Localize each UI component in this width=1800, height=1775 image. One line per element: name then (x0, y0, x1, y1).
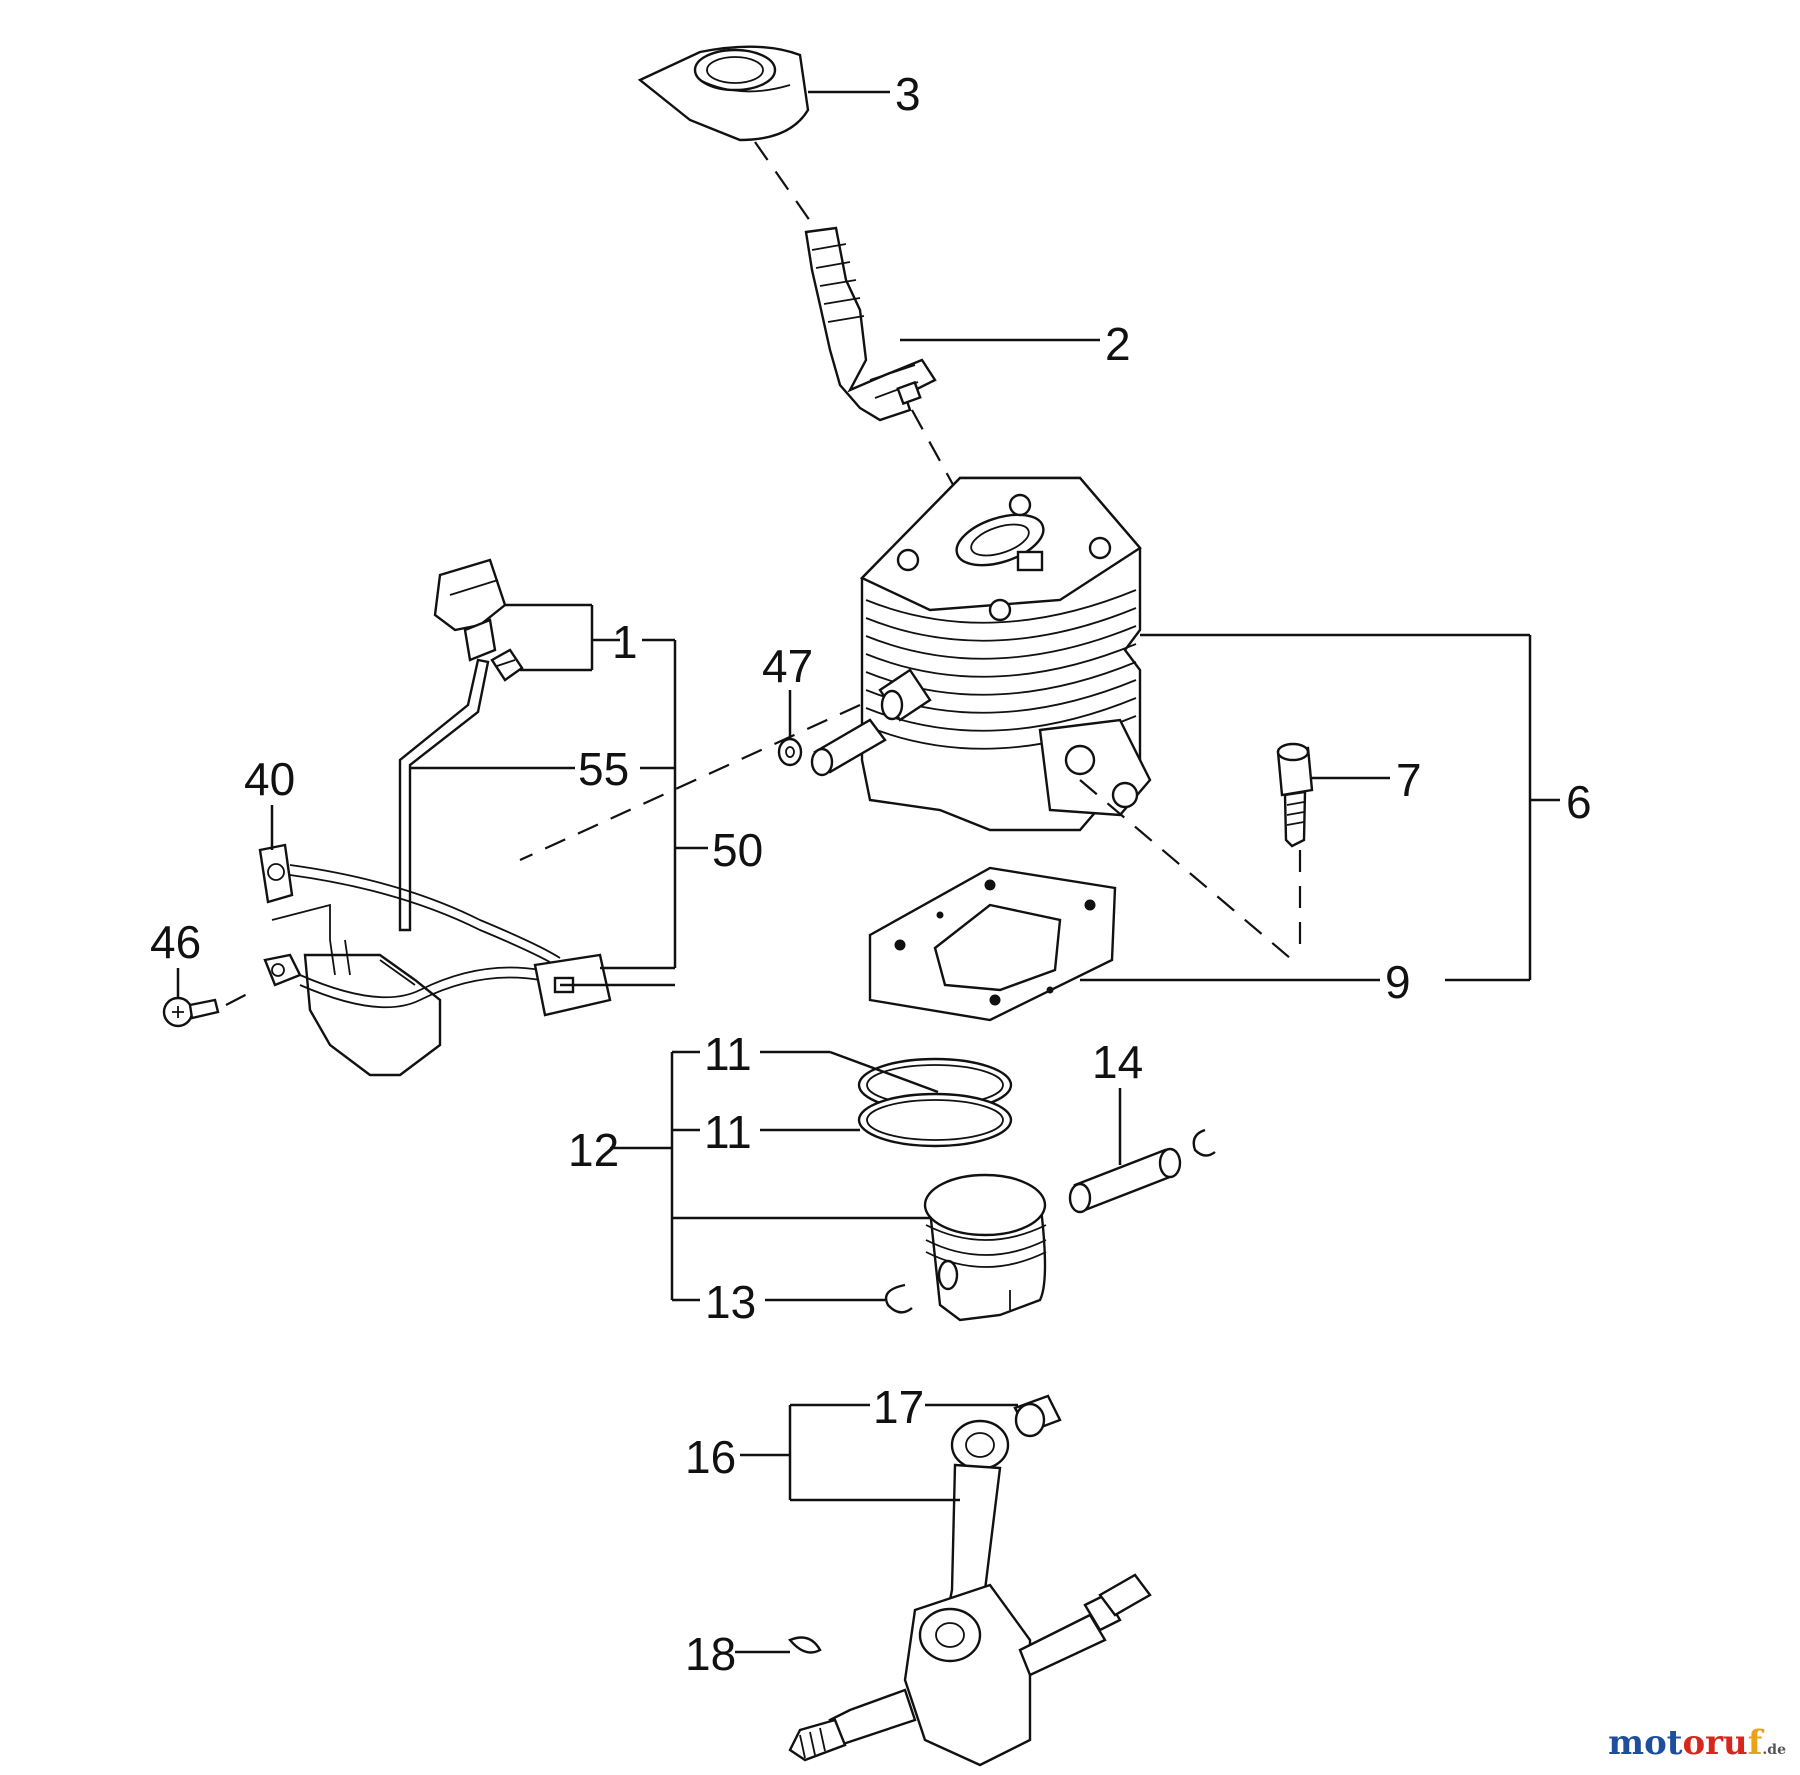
callout-46: 46 (150, 916, 201, 968)
ground-wire-terminal (258, 843, 561, 969)
watermark-part3: f (1747, 1723, 1763, 1763)
callout-11-lower: 11 (704, 1106, 752, 1158)
callout-3: 3 (895, 68, 921, 120)
impulse-tube (777, 718, 887, 777)
callout-16: 16 (685, 1431, 736, 1483)
assembly-line (519, 703, 861, 862)
callout-labels: 3 2 6 7 9 47 1 55 50 40 46 11 11 12 13 1… (150, 68, 1592, 1680)
callout-14: 14 (1092, 1036, 1143, 1088)
callout-47: 47 (762, 640, 813, 692)
piston (923, 1173, 1047, 1322)
assembly-line (225, 989, 256, 1006)
cylinder-screw (1276, 742, 1314, 848)
woodruff-key (788, 1636, 822, 1654)
callout-50: 50 (712, 824, 763, 876)
needle-bearing (1013, 1394, 1062, 1438)
callout-7: 7 (1396, 754, 1422, 806)
crankshaft (788, 1419, 1152, 1767)
watermark-tld: .de (1762, 1742, 1786, 1758)
assembly-line (911, 409, 969, 513)
cylinder (859, 476, 1152, 832)
ignition-wire (398, 558, 507, 932)
callout-1: 1 (612, 616, 638, 668)
spark-plug-terminal (490, 648, 524, 682)
spark-plug (804, 226, 937, 422)
assembly-line (1079, 779, 1291, 959)
piston-pin (1068, 1147, 1182, 1214)
circlip (1192, 1128, 1216, 1157)
watermark-logo: motoruf.de (1608, 1723, 1786, 1763)
callout-11-upper: 11 (704, 1028, 752, 1080)
leader-lines (176, 90, 1560, 1654)
watermark-part2: oru (1682, 1723, 1748, 1763)
ignition-coil (263, 939, 612, 1077)
callout-12: 12 (568, 1124, 619, 1176)
bracket-line (271, 903, 331, 940)
callout-17: 17 (873, 1381, 924, 1433)
ignition-screw (162, 996, 220, 1028)
callout-55: 55 (578, 743, 629, 795)
circlip (884, 1283, 913, 1314)
assembly-line (754, 141, 816, 229)
cylinder-gasket (868, 866, 1117, 1022)
spark-plug-boot (637, 45, 810, 142)
callout-2: 2 (1105, 318, 1131, 370)
callout-9: 9 (1385, 956, 1411, 1008)
callout-40: 40 (244, 753, 295, 805)
watermark-part1: mot (1608, 1723, 1683, 1763)
callout-6: 6 (1566, 776, 1592, 828)
callout-13: 13 (705, 1276, 756, 1328)
callout-18: 18 (685, 1628, 736, 1680)
piston-rings (857, 1057, 1013, 1148)
